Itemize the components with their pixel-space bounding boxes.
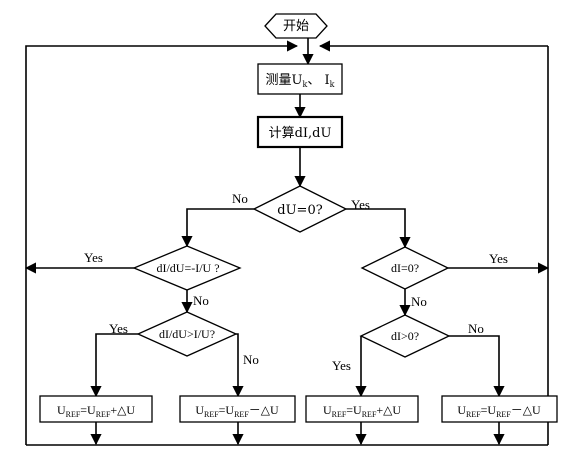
di-gt-zero-yes-label: Yes: [332, 358, 351, 373]
compute-label: 计算dI,dU: [269, 126, 332, 141]
update-box-minus-2: UREF=UREF－△U: [441, 395, 558, 423]
start-label: 开始: [283, 19, 309, 34]
decision-didu-neg: dI/dU=-I/U ?: [132, 245, 242, 291]
measure-label-prefix: 测量U: [266, 73, 303, 88]
didu-gt-label: dI/dU>I/U?: [159, 327, 215, 341]
svg-text:UREF=UREF－△U: UREF=UREF－△U: [195, 403, 279, 419]
update-box-plus-2: UREF=UREF+△U: [305, 395, 419, 423]
di-gt-zero-no-label: No: [468, 321, 484, 336]
edge-didu-gt-no: [232, 333, 244, 398]
edge-du-zero-no: [181, 208, 254, 248]
svg-text:测量Uk、 Ik: 测量Uk、 Ik: [266, 73, 335, 89]
di-zero-label: dI=0?: [391, 261, 419, 275]
di-zero-yes-label: Yes: [489, 251, 508, 266]
du-zero-no-label: No: [232, 191, 248, 206]
svg-text:UREF=UREF+△U: UREF=UREF+△U: [57, 403, 135, 419]
update-box-plus-1: UREF=UREF+△U: [39, 395, 153, 423]
didu-neg-label: dI/dU=-I/U ?: [156, 261, 219, 275]
di-gt-zero-label: dI>0?: [391, 329, 419, 343]
svg-text:UREF=UREF+△U: UREF=UREF+△U: [323, 403, 401, 419]
edge-didu-gt-yes: [90, 333, 138, 398]
decision-di-zero: dI=0?: [360, 246, 450, 290]
start-node: 开始: [264, 13, 328, 39]
didu-neg-yes-label: Yes: [84, 250, 103, 265]
svg-text:UREF=UREF－△U: UREF=UREF－△U: [457, 403, 541, 419]
measure-label-sub1: k: [302, 80, 307, 89]
feedback-loop: [25, 40, 549, 446]
decision-didu-gt: dI/dU>I/U?: [136, 311, 238, 357]
didu-gt-yes-label: Yes: [109, 321, 128, 336]
didu-gt-no-label: No: [243, 352, 259, 367]
du-zero-label: dU=0?: [277, 203, 322, 218]
measure-node: 测量Uk、 Ik: [257, 63, 343, 95]
decision-du-zero: dU=0?: [252, 185, 348, 233]
edge-du-zero-yes: [346, 208, 411, 249]
edge-di-gt-zero-no: [449, 335, 505, 398]
update-box-minus-1: UREF=UREF－△U: [179, 395, 296, 423]
measure-label-mid: 、 I: [307, 73, 329, 88]
compute-node: 计算dI,dU: [256, 115, 344, 149]
measure-label-sub2: k: [330, 80, 335, 89]
du-zero-yes-label: Yes: [351, 197, 370, 212]
di-zero-no-label: No: [411, 294, 427, 309]
decision-di-gt-zero: dI>0?: [359, 314, 451, 358]
didu-neg-no-label: No: [193, 293, 209, 308]
